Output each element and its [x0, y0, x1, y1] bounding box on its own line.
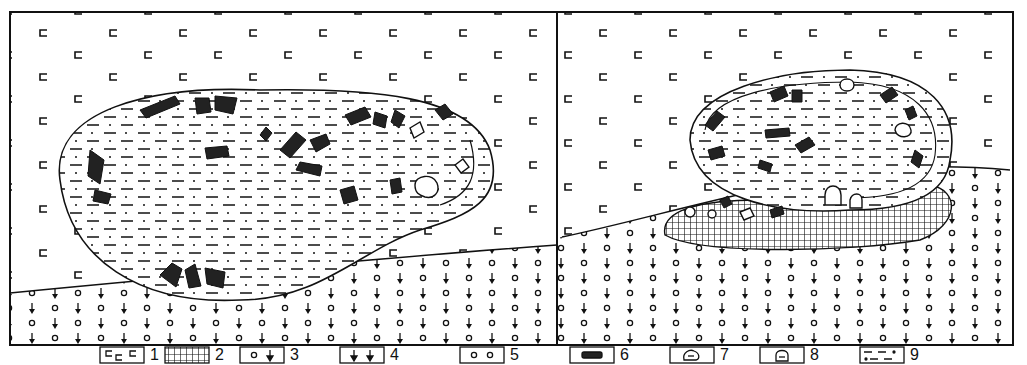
legend-number: 2 [215, 347, 224, 363]
legend-number: 5 [510, 347, 519, 363]
legend-number: 9 [910, 347, 919, 363]
legend-number: 1 [150, 347, 159, 363]
legend-number: 8 [810, 347, 819, 363]
legend-number: 3 [290, 347, 299, 363]
legend-number: 6 [620, 347, 629, 363]
legend-number: 4 [390, 347, 399, 363]
legend-swatches [100, 347, 904, 363]
legend-number: 7 [720, 347, 729, 363]
